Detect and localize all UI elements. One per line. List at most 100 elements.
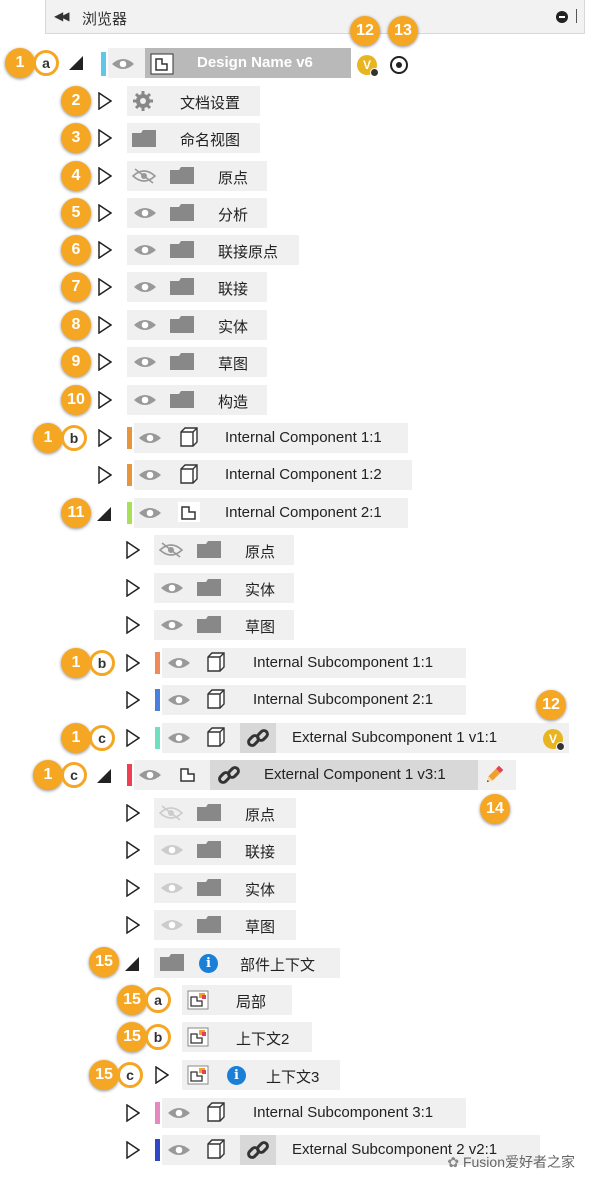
collapsed-triangle-icon[interactable] bbox=[126, 729, 140, 747]
subcomponent-label: Internal Subcomponent 3:1 bbox=[253, 1104, 434, 1121]
visibility-eye-icon[interactable] bbox=[133, 318, 157, 332]
info-icon[interactable]: i bbox=[199, 954, 218, 973]
expanded-triangle-icon[interactable] bbox=[68, 55, 84, 71]
visibility-eye-icon[interactable] bbox=[133, 393, 157, 407]
root-title-bar[interactable] bbox=[145, 48, 351, 78]
collapsed-triangle-icon[interactable] bbox=[126, 804, 140, 822]
visibility-eye-icon[interactable] bbox=[138, 768, 162, 782]
expanded-triangle-icon[interactable] bbox=[96, 506, 112, 522]
callout-10: 10 bbox=[61, 385, 91, 415]
visibility-eye-icon[interactable] bbox=[160, 581, 184, 595]
folder-origin[interactable] bbox=[127, 161, 267, 191]
expanded-triangle-icon[interactable] bbox=[124, 956, 140, 972]
design-component-icon bbox=[180, 768, 195, 782]
collapsed-triangle-icon[interactable] bbox=[98, 92, 112, 110]
collapsed-triangle-icon[interactable] bbox=[98, 241, 112, 259]
folder-origin[interactable] bbox=[154, 798, 296, 828]
callout-1: 1 bbox=[61, 723, 91, 753]
collapse-browser-icon[interactable]: ◀◀ bbox=[54, 9, 70, 23]
collapsed-triangle-icon[interactable] bbox=[126, 654, 140, 672]
subcomponent-color-bar bbox=[155, 652, 160, 674]
folder-label: 命名视图 bbox=[180, 132, 241, 149]
collapsed-triangle-icon[interactable] bbox=[126, 1141, 140, 1159]
visibility-eye-icon[interactable] bbox=[160, 843, 184, 857]
assembly-contexts-row[interactable] bbox=[154, 948, 340, 978]
folder-icon bbox=[170, 204, 194, 221]
visibility-eye-icon[interactable] bbox=[160, 918, 184, 932]
visibility-eye-icon[interactable] bbox=[160, 618, 184, 632]
visibility-eye-icon[interactable] bbox=[133, 280, 157, 294]
collapsed-triangle-icon[interactable] bbox=[126, 916, 140, 934]
callout-3: 3 bbox=[61, 123, 91, 153]
collapsed-triangle-icon[interactable] bbox=[98, 129, 112, 147]
info-icon[interactable]: i bbox=[227, 1066, 246, 1085]
visibility-eye-icon[interactable] bbox=[167, 1143, 191, 1157]
eye-hidden-icon[interactable] bbox=[131, 168, 157, 184]
visibility-eye-icon[interactable] bbox=[160, 881, 184, 895]
folder-label: 原点 bbox=[218, 170, 249, 187]
visibility-eye-icon[interactable] bbox=[167, 656, 191, 670]
subcomponent-color-bar bbox=[155, 1139, 160, 1161]
root-color-bar bbox=[101, 52, 106, 76]
collapsed-triangle-icon[interactable] bbox=[98, 316, 112, 334]
version-badge-icon[interactable]: V bbox=[543, 729, 565, 751]
eye-hidden-icon[interactable] bbox=[158, 542, 184, 558]
visibility-eye-icon[interactable] bbox=[167, 731, 191, 745]
visibility-eye-icon[interactable] bbox=[138, 468, 162, 482]
collapsed-triangle-icon[interactable] bbox=[126, 691, 140, 709]
callout-8: 8 bbox=[61, 310, 91, 340]
visibility-eye-icon[interactable] bbox=[138, 431, 162, 445]
collapsed-triangle-icon[interactable] bbox=[98, 466, 112, 484]
browser-header: ◀◀ 浏览器 bbox=[45, 0, 585, 34]
eye-hidden-icon[interactable] bbox=[158, 805, 184, 821]
context-label: 局部 bbox=[236, 994, 267, 1011]
folder-label: 实体 bbox=[245, 582, 276, 599]
context-icon bbox=[187, 1065, 209, 1085]
subcomponent-color-bar bbox=[155, 689, 160, 711]
callout-1: 1 bbox=[61, 648, 91, 678]
collapsed-triangle-icon[interactable] bbox=[126, 879, 140, 897]
pin-icon[interactable] bbox=[576, 9, 581, 23]
component-color-bar bbox=[127, 502, 132, 524]
collapsed-triangle-icon[interactable] bbox=[155, 1066, 169, 1084]
pencil-edit-icon[interactable] bbox=[482, 763, 506, 787]
folder-label: 原点 bbox=[245, 807, 276, 824]
subcomponent-color-bar bbox=[155, 1102, 160, 1124]
collapsed-triangle-icon[interactable] bbox=[98, 353, 112, 371]
folder-icon bbox=[160, 954, 184, 971]
collapsed-triangle-icon[interactable] bbox=[98, 278, 112, 296]
folder-origin[interactable] bbox=[154, 535, 294, 565]
collapsed-triangle-icon[interactable] bbox=[126, 541, 140, 559]
callout-6: 6 bbox=[61, 235, 91, 265]
version-badge-icon[interactable]: V bbox=[357, 55, 379, 77]
collapsed-triangle-icon[interactable] bbox=[98, 391, 112, 409]
component-row[interactable] bbox=[134, 423, 408, 453]
component-box-icon bbox=[207, 1139, 225, 1159]
component-color-bar bbox=[127, 427, 132, 449]
subcomponent-label: Internal Subcomponent 2:1 bbox=[253, 691, 434, 708]
expanded-triangle-icon[interactable] bbox=[96, 768, 112, 784]
collapsed-triangle-icon[interactable] bbox=[126, 579, 140, 597]
external-subcomponent-row[interactable] bbox=[162, 1135, 540, 1165]
context-label: 上下文2 bbox=[236, 1031, 290, 1048]
collapsed-triangle-icon[interactable] bbox=[98, 204, 112, 222]
visibility-eye-icon[interactable] bbox=[133, 206, 157, 220]
collapsed-triangle-icon[interactable] bbox=[98, 429, 112, 447]
visibility-eye-icon[interactable] bbox=[111, 57, 135, 71]
visibility-eye-icon[interactable] bbox=[167, 1106, 191, 1120]
collapsed-triangle-icon[interactable] bbox=[126, 841, 140, 859]
visibility-eye-icon[interactable] bbox=[133, 243, 157, 257]
collapsed-triangle-icon[interactable] bbox=[126, 616, 140, 634]
callout-b: b bbox=[61, 425, 87, 451]
folder-icon bbox=[132, 130, 156, 147]
collapsed-triangle-icon[interactable] bbox=[98, 167, 112, 185]
visibility-eye-icon[interactable] bbox=[133, 355, 157, 369]
activate-target-icon[interactable] bbox=[390, 56, 408, 74]
visibility-eye-icon[interactable] bbox=[167, 693, 191, 707]
external-subcomponent-row[interactable] bbox=[162, 723, 569, 753]
folder-label: 联接原点 bbox=[218, 244, 279, 261]
subcomponent-color-bar bbox=[155, 727, 160, 749]
collapsed-triangle-icon[interactable] bbox=[126, 1104, 140, 1122]
minimize-icon[interactable] bbox=[556, 11, 568, 23]
visibility-eye-icon[interactable] bbox=[138, 506, 162, 520]
